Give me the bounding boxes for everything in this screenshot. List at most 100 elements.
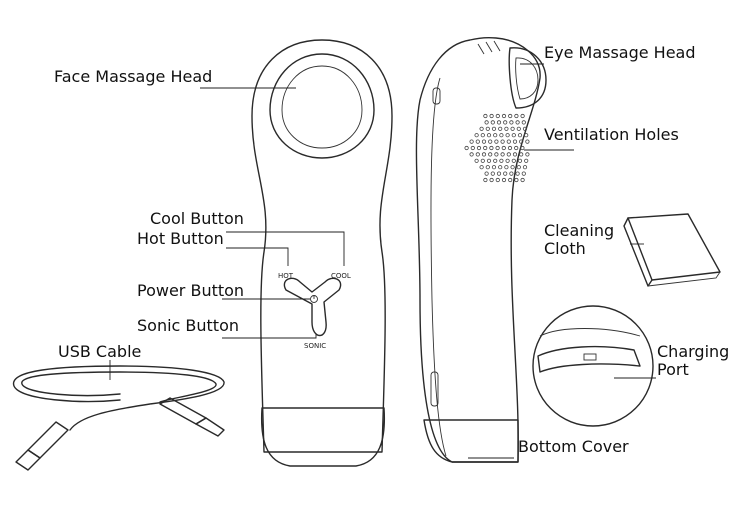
ventilation-hole (516, 126, 521, 131)
labels: Face Massage Head Eye Massage Head Venti… (54, 43, 729, 456)
label-ventilation-holes: Ventilation Holes (544, 125, 679, 144)
face-massage-head-inner (281, 65, 363, 149)
ventilation-hole (481, 139, 487, 144)
ventilation-hole (519, 152, 524, 157)
ventilation-hole (500, 152, 505, 157)
ventilation-hole (479, 126, 484, 131)
ventilation-hole (483, 177, 488, 183)
ventilation-hole (519, 139, 524, 144)
device-side-view (415, 36, 547, 463)
ventilation-hole (464, 145, 469, 151)
ventilation-hole (515, 171, 520, 176)
front-bottom-cover (260, 407, 386, 467)
leader-sonic (222, 334, 317, 339)
ventilation-hole (493, 133, 498, 138)
detail-circle (532, 305, 654, 427)
eye-massage-head (508, 47, 547, 109)
ventilation-hole (501, 113, 507, 119)
label-bottom-cover: Bottom Cover (518, 437, 629, 456)
ventilation-hole (474, 158, 479, 163)
ventilation-hole (500, 139, 505, 144)
ventilation-hole (508, 113, 513, 119)
cloth-fold (623, 217, 653, 287)
ventilation-hole (489, 145, 494, 151)
ventilation-hole (495, 177, 500, 183)
ventilation-hole (503, 120, 508, 125)
sonic-marking: SONIC (304, 342, 326, 350)
ventilation-hole (496, 171, 502, 176)
ventilation-hole (504, 165, 509, 170)
ventilation-hole (480, 158, 485, 163)
ventilation-hole (488, 152, 493, 157)
label-face-massage-head: Face Massage Head (54, 67, 212, 86)
ventilation-hole (480, 133, 485, 138)
ventilation-hole (486, 133, 492, 138)
ventilation-hole (485, 126, 490, 131)
ventilation-hole (479, 165, 484, 170)
ventilation-hole (474, 133, 479, 138)
ventilation-hole (520, 145, 525, 151)
side-switch (432, 87, 441, 105)
ventilation-hole (505, 133, 510, 138)
side-inner-contour (430, 77, 447, 457)
ventilation-hole (508, 177, 513, 183)
ventilation-hole (476, 145, 482, 151)
ventilation-hole (507, 145, 513, 151)
label-power-button: Power Button (137, 281, 244, 300)
side-body-outline (415, 36, 541, 463)
port-housing (537, 345, 641, 373)
ventilation-hole (495, 113, 500, 119)
ventilation-hole (509, 171, 514, 176)
ventilation-hole (491, 126, 497, 131)
ventilation-hole (501, 145, 506, 151)
ventilation-hole (516, 165, 521, 170)
ventilation-hole (524, 133, 529, 138)
ventilation-hole (469, 152, 474, 157)
top-ridge-3 (493, 40, 501, 52)
ventilation-hole (490, 120, 495, 125)
ventilation-hole (517, 158, 523, 163)
cable-loop (12, 365, 225, 431)
leader-cool (226, 231, 345, 266)
leader-hot (226, 247, 289, 266)
usb-cable (12, 365, 225, 471)
ventilation-hole (499, 158, 504, 163)
cool-marking: COOL (331, 272, 351, 280)
label-sonic-button: Sonic Button (137, 316, 239, 335)
ventilation-hole (506, 139, 511, 144)
ventilation-hole (470, 145, 475, 151)
ventilation-hole (498, 126, 503, 131)
ventilation-hole (483, 145, 488, 151)
ventilation-hole (522, 165, 528, 170)
ventilation-hole (514, 145, 519, 151)
ventilation-hole (496, 120, 502, 125)
ventilation-hole (504, 126, 509, 131)
cleaning-cloth (623, 213, 721, 287)
ventilation-hole (493, 158, 498, 163)
front-body-outline (251, 39, 393, 453)
ventilation-hole (525, 139, 530, 144)
ventilation-hole (520, 113, 525, 119)
ventilation-hole (517, 133, 523, 138)
ventilation-hole (490, 171, 495, 176)
ventilation-hole (515, 120, 520, 125)
ventilation-hole (469, 139, 474, 144)
port-body-curve (539, 328, 641, 337)
device-front-view: HOT COOL SONIC (251, 39, 393, 467)
ventilation-hole (514, 113, 519, 119)
ventilation-hole (503, 171, 508, 176)
side-latch (430, 371, 439, 407)
usb-plug (27, 421, 69, 459)
micro-usb-head (195, 417, 225, 437)
ventilation-hole (506, 152, 511, 157)
ventilation-hole (501, 177, 507, 183)
port-opening (583, 353, 597, 361)
button-cluster (283, 277, 342, 337)
ventilation-hole (486, 158, 492, 163)
ventilation-hole (521, 120, 526, 125)
ventilation-hole (524, 158, 529, 163)
side-bottom-cover (423, 419, 519, 463)
